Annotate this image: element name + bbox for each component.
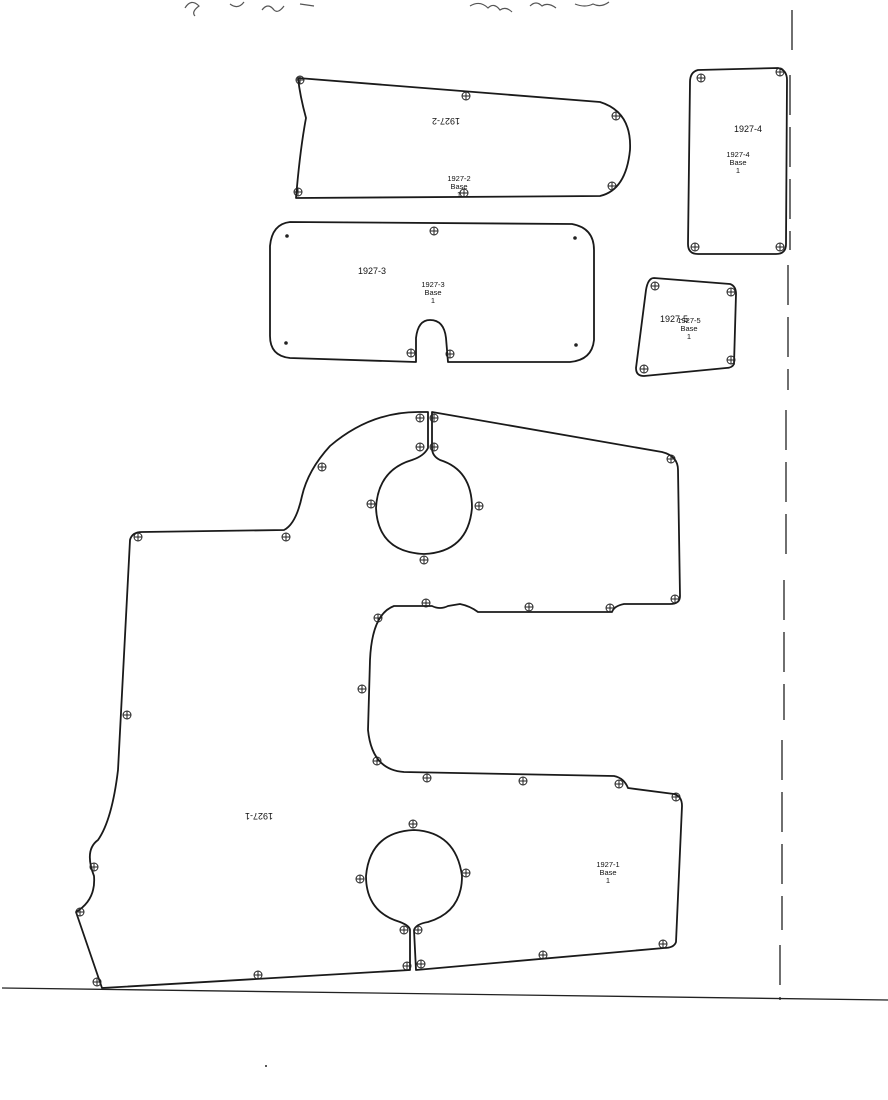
part-1927-2: 1927-2 1927-2 Base 1 — [293, 75, 631, 199]
base-label-1927-4-line2: Base — [729, 158, 746, 167]
base-label-1927-5-line1: 1927-5 — [677, 316, 700, 325]
base-label-1927-3-line2: Base — [424, 288, 441, 297]
part-1927-3: 1927-3 1927-3 Base 1 — [269, 221, 595, 363]
part-label-1927-5: 1927-5 — [660, 314, 688, 324]
base-label-1927-1-line1: 1927-1 — [596, 860, 619, 869]
part-label-1927-2: 1927-2 — [432, 116, 460, 126]
part-1927-5: 1927-5 1927-5 Base 1 — [635, 277, 737, 377]
base-label-1927-3-line3: 1 — [431, 296, 435, 305]
base-label-1927-3-line1: 1927-3 — [421, 280, 444, 289]
part-1927-4: 1927-4 1927-4 Base 1 — [687, 67, 788, 255]
right-dashed-guide — [779, 10, 793, 1000]
base-label-1927-5-line2: Base — [680, 324, 697, 333]
base-label-1927-1-line2: Base — [599, 868, 616, 877]
handwritten-scrawl — [184, 1, 610, 17]
part-label-1927-3: 1927-3 — [358, 266, 386, 276]
bottom-baseline — [1, 987, 888, 1067]
base-label-1927-5-line3: 1 — [687, 332, 691, 341]
base-label-1927-4-line3: 1 — [736, 166, 740, 175]
base-label-1927-1-line3: 1 — [606, 876, 610, 885]
part-label-1927-4: 1927-4 — [734, 124, 762, 134]
base-label-1927-2-line2: Base — [450, 182, 467, 191]
base-label-1927-2-line1: 1927-2 — [447, 174, 470, 183]
base-label-1927-4-line1: 1927-4 — [726, 150, 749, 159]
base-label-1927-2-line3: 1 — [457, 190, 461, 199]
part-label-1927-1: 1927-1 — [245, 811, 273, 821]
part-1927-1: 1927-1 1927-1 Base 1 — [75, 411, 683, 989]
